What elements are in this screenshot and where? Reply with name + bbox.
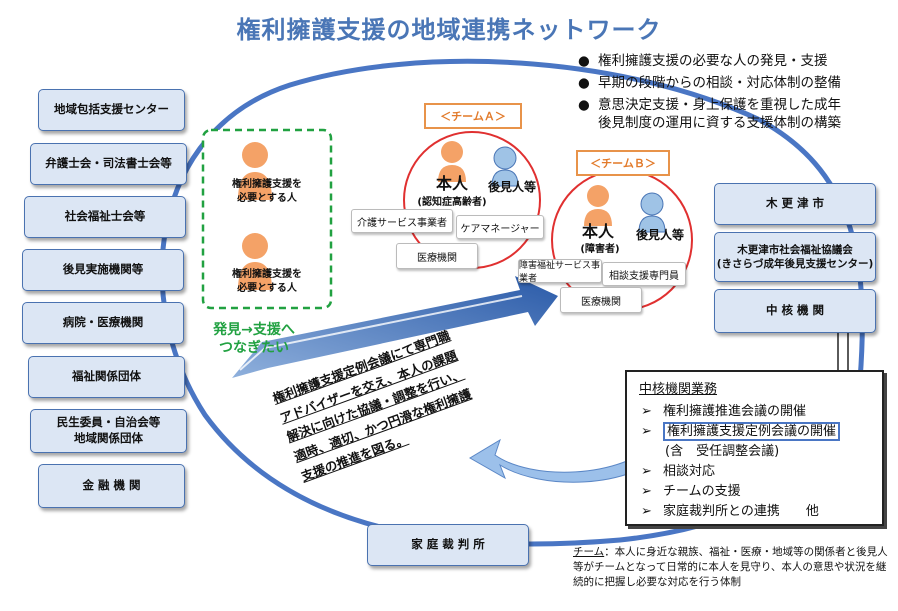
- team-b-guardian-icon: [638, 192, 666, 233]
- core-business-title: 中核機関業務: [639, 382, 718, 397]
- arrow-bullet-icon: ➢: [641, 424, 652, 439]
- core-business-item: ➢相談対応: [641, 464, 716, 479]
- big-arrow: [232, 276, 558, 378]
- team-b-person-sub: (障害者): [580, 244, 620, 255]
- return-arrow: [469, 438, 669, 483]
- org-hospitals: 病院・医療機関: [22, 302, 184, 344]
- team-b-service-disability: 障害福祉サービス事業者: [518, 259, 602, 284]
- team-a-guardian-label: 後見人等: [487, 180, 536, 194]
- core-business-item: ➢権利擁護支援定例会議の開催: [641, 420, 841, 441]
- team-b-person-icon: [584, 185, 612, 226]
- bullet-2: ● 早期の段階からの相談・対応体制の整備: [578, 74, 888, 94]
- org-welfare-groups: 福祉関係団体: [28, 356, 185, 398]
- arrow-bullet-icon: ➢: [641, 484, 652, 499]
- core-business-item-sub: (含 受任調整会議): [665, 444, 780, 459]
- team-a-tag: ＜チームＡ＞: [424, 103, 522, 129]
- bullet-text: 権利擁護支援の必要な人の発見・支援: [598, 53, 828, 69]
- team-b-service-medical: 医療機関: [560, 287, 642, 313]
- team-a-service-medical: 医療機関: [396, 243, 478, 269]
- core-business-item: ➢家庭裁判所との連携 他: [641, 504, 819, 519]
- org-bar-association: 弁護士会・司法書士会等: [30, 143, 187, 185]
- team-a-guardian-icon: [491, 146, 519, 187]
- bullet-dot: ●: [578, 75, 590, 91]
- team-a-person-sub: (認知症高齢者): [417, 197, 487, 208]
- team-b-person-label: 本人: [581, 222, 614, 241]
- note-text: ：本人に身近な親族、福祉・医療・地域等の関係者と後見人等がチームとなって日常的に…: [573, 546, 888, 589]
- note-label: チーム: [573, 546, 605, 558]
- org-guardianship-agencies: 後見実施機関等: [22, 249, 184, 291]
- core-business-item: ➢チームの支援: [641, 484, 741, 499]
- core-business-box: 中核機関業務 ➢権利擁護推進会議の開催 ➢権利擁護支援定例会議の開催 (含 受任…: [625, 370, 884, 526]
- org-family-court: 家 庭 裁 判 所: [367, 524, 529, 566]
- bullet-dot: ●: [578, 97, 590, 113]
- bullet-text: 早期の段階からの相談・対応体制の整備: [598, 75, 841, 91]
- bullet-dot: ●: [578, 53, 590, 69]
- person-icon: [238, 142, 272, 290]
- org-community-support-center: 地域包括支援センター: [38, 89, 185, 131]
- arrow-bullet-icon: ➢: [641, 504, 652, 519]
- team-b-tag: ＜チームＢ＞: [576, 150, 670, 176]
- bullet-1: ● 権利擁護支援の必要な人の発見・支援: [578, 52, 888, 72]
- team-a-service-care: 介護サービス事業者: [351, 209, 453, 233]
- team-b-service-consultant: 相談支援専門員: [602, 262, 686, 286]
- team-definition-note: チーム：本人に身近な親族、福祉・医療・地域等の関係者と後見人等がチームとなって日…: [573, 545, 893, 591]
- arrow-bullet-icon: ➢: [641, 404, 652, 419]
- org-financial-institutions: 金 融 機 関: [38, 464, 185, 508]
- discovery-person-label-2: 権利擁護支援を 必要とする人: [232, 269, 302, 294]
- team-a-person-label: 本人: [435, 174, 468, 193]
- org-kisarazu-city: 木 更 津 市: [714, 183, 876, 225]
- team-a-person-icon: [438, 141, 466, 182]
- discovery-caption: 発見→支援へ つなぎたい: [213, 322, 295, 356]
- org-social-welfare-council: 木更津市社会福祉協議会 (きさらづ成年後見支援センター): [714, 232, 876, 282]
- discovery-box: [201, 128, 333, 310]
- discovery-person-label-1: 権利擁護支援を 必要とする人: [232, 179, 302, 204]
- core-business-item: ➢権利擁護推進会議の開催: [641, 404, 807, 419]
- org-community-groups: 民生委員・自治会等 地域関係団体: [30, 409, 187, 453]
- org-social-worker-association: 社会福祉士会等: [24, 196, 186, 238]
- page-title: 権利擁護支援の地域連携ネットワーク: [236, 16, 662, 44]
- bullet-text: 意思決定支援・身上保護を重視した成年 後見制度の運用に資する支援体制の構築: [598, 97, 841, 132]
- team-a-service-caremanager: ケアマネージャー: [456, 215, 544, 239]
- bullet-3: ● 意思決定支援・身上保護を重視した成年 後見制度の運用に資する支援体制の構築: [578, 96, 888, 136]
- org-core-agency: 中 核 機 関: [714, 289, 876, 333]
- arrow-bullet-icon: ➢: [641, 464, 652, 479]
- team-b-guardian-label: 後見人等: [635, 228, 684, 242]
